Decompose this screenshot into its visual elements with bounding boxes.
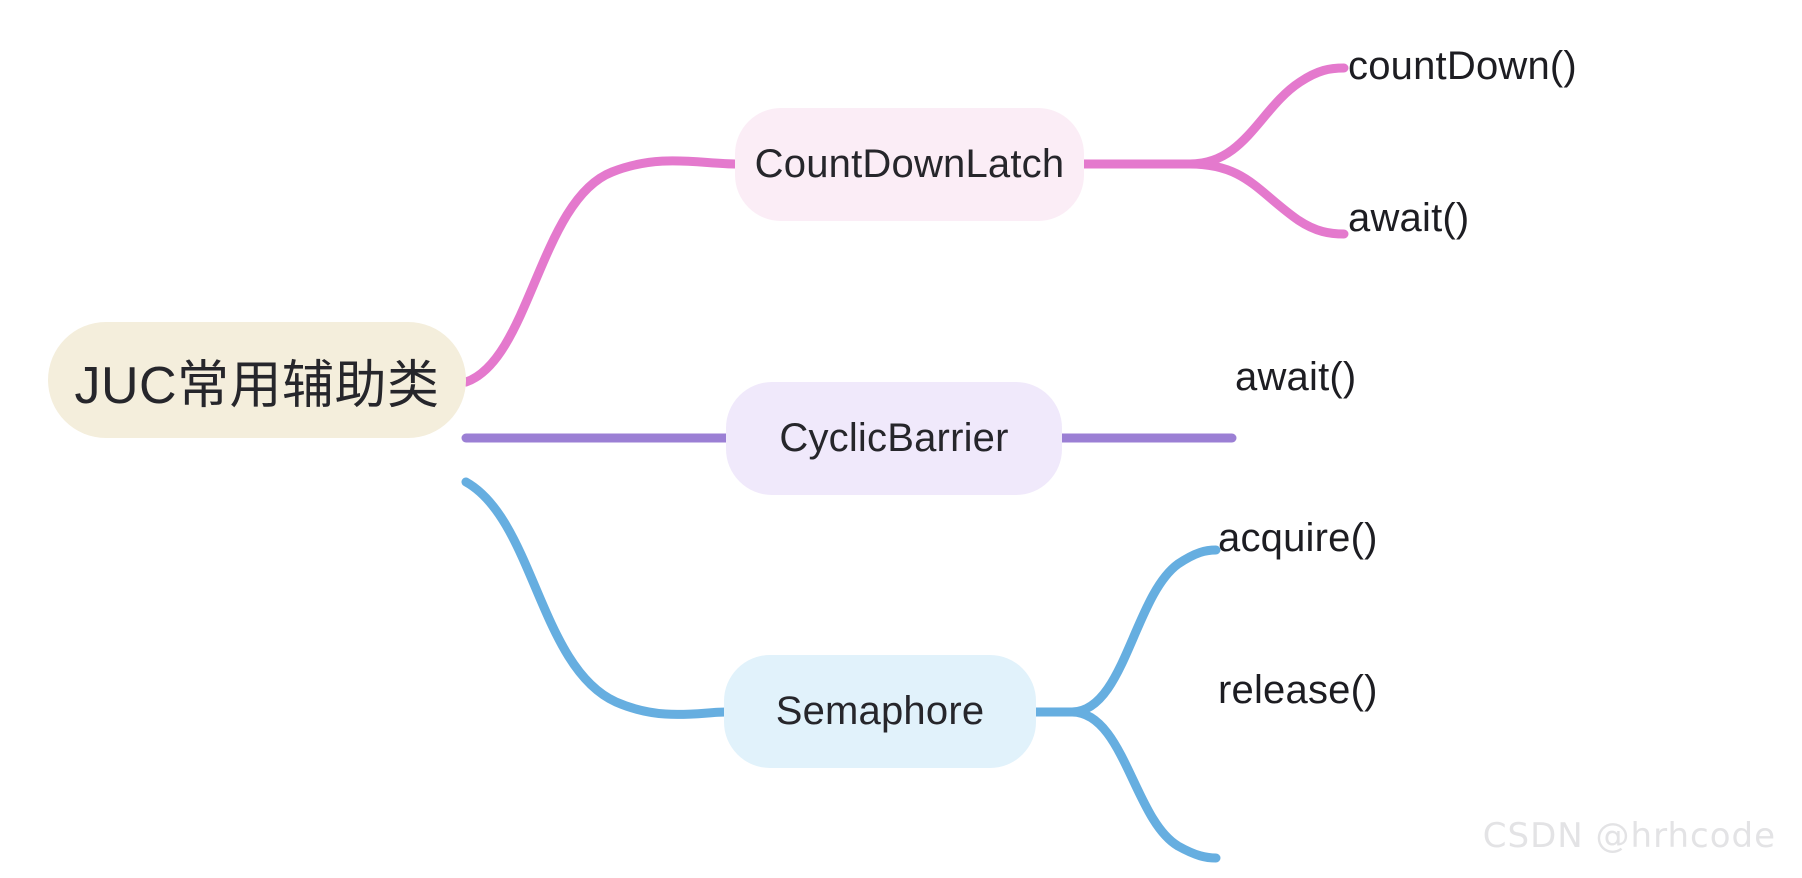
watermark-text: CSDN @hrhcode: [1482, 816, 1776, 856]
leaf-node-countdownlatch-await[interactable]: await(): [1348, 196, 1470, 240]
branch-node-cyclicbarrier-label: CyclicBarrier: [779, 416, 1009, 460]
edge-semaphore-to-release: [1027, 707, 1221, 863]
edge-semaphore-to-acquire: [1027, 545, 1221, 717]
edge-root-to-countdownlatch: [461, 156, 742, 387]
branch-node-semaphore[interactable]: Semaphore: [724, 655, 1036, 768]
leaf-node-cyclicbarrier-await[interactable]: await(): [1235, 355, 1357, 399]
root-node-label: JUC常用辅助类: [74, 356, 440, 415]
leaf-node-acquire[interactable]: acquire(): [1218, 516, 1378, 560]
edge-root-to-semaphore: [461, 477, 731, 719]
edge-countdownlatch-to-countdown: [1075, 63, 1349, 169]
leaf-node-release[interactable]: release(): [1218, 668, 1378, 712]
root-node[interactable]: JUC常用辅助类: [48, 322, 466, 438]
branch-node-semaphore-label: Semaphore: [775, 689, 985, 733]
branch-node-countdownlatch[interactable]: CountDownLatch: [735, 108, 1084, 221]
edge-countdownlatch-to-await: [1075, 159, 1349, 239]
branch-node-countdownlatch-label: CountDownLatch: [754, 142, 1065, 186]
branch-node-cyclicbarrier[interactable]: CyclicBarrier: [726, 382, 1062, 495]
leaf-node-countdown[interactable]: countDown(): [1348, 44, 1577, 88]
